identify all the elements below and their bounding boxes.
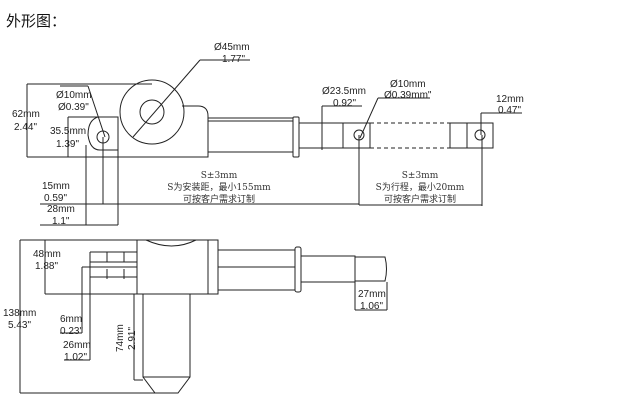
dim-d10r-in: Ø0.39mm" <box>384 90 432 101</box>
dim-w12-in: 0.47" <box>498 105 521 116</box>
bottom-view: 48mm 1.88" 138mm 5.43" 6mm 0.23" 26mm 1.… <box>3 239 388 394</box>
tube-nut <box>292 116 300 158</box>
motor-side <box>142 294 191 394</box>
dim-h138-mm: 138mm <box>3 308 36 319</box>
install-note-3: 可按客户需求订制 <box>183 193 255 205</box>
inner-rod-side <box>300 255 356 283</box>
outer-tube-side <box>217 249 296 291</box>
install-note-2: S为安装距，最小155mm <box>167 181 271 193</box>
dim-d10l-mm: Ø10mm <box>56 90 92 101</box>
dim-h62-in: 2.44" <box>14 122 37 133</box>
dim-h74-mm: 74mm <box>115 324 126 352</box>
dim-w6-in: 0.23" <box>60 326 83 337</box>
drawing-title: 外形图： <box>6 12 66 30</box>
tube-nut-side <box>294 246 302 293</box>
rod-end-retracted <box>342 122 371 149</box>
dim-w28-mm: 28mm <box>47 204 75 215</box>
dim-h62-mm: 62mm <box>12 109 40 120</box>
outer-tube <box>207 117 294 153</box>
dim-h74-in: 2.91" <box>127 327 138 350</box>
dim-h48-mm: 48mm <box>33 249 61 260</box>
dim-w15-in: 0.59" <box>44 193 67 204</box>
motor-circle-inner <box>139 99 165 125</box>
motor-circle-outer <box>119 79 185 145</box>
dim-d23-mm: Ø23.5mm <box>322 86 366 97</box>
dim-h35-mm: 35.5mm <box>50 126 86 137</box>
dim-w15-mm: 15mm <box>42 181 70 192</box>
install-note-1: S±3mm <box>201 171 238 181</box>
dim-h48-in: 1.88" <box>35 261 58 272</box>
gearbox-body <box>136 239 219 295</box>
dim-d23-in: 0.92" <box>333 98 356 109</box>
dim-h138-in: 5.43" <box>8 320 31 331</box>
stroke-note-2: S为行程，最小20mm <box>376 181 465 193</box>
stroke-note-1: S±3mm <box>402 171 439 181</box>
dim-w12-mm: 12mm <box>496 94 524 105</box>
inner-rod <box>298 122 344 149</box>
dim-w6-mm: 6mm <box>60 314 82 325</box>
rod-end-side <box>354 256 387 282</box>
clevis-side <box>82 251 137 282</box>
dim-d45-in: 1.77" <box>222 54 245 65</box>
dim-w27-in: 1.06" <box>360 301 383 312</box>
dim-d10l-in: Ø0.39" <box>58 102 89 113</box>
rod-end-extended <box>449 122 494 149</box>
motor-housing <box>88 105 209 158</box>
clevis <box>87 116 119 151</box>
dim-h35-in: 1.39" <box>56 139 79 150</box>
dim-w26-mm: 26mm <box>63 340 91 351</box>
dim-w26-in: 1.02" <box>64 352 87 363</box>
dim-w28-in: 1.1" <box>52 216 70 227</box>
dim-d45-mm: Ø45mm <box>214 42 250 53</box>
top-view: Ø45mm 1.77" 62mm 2.44" Ø10mm Ø0.39" 35.5… <box>12 42 524 227</box>
dim-w27-mm: 27mm <box>358 289 386 300</box>
stroke-note-3: 可按客户需求订制 <box>384 193 456 205</box>
dim-d10r-mm: Ø10mm <box>390 79 426 90</box>
